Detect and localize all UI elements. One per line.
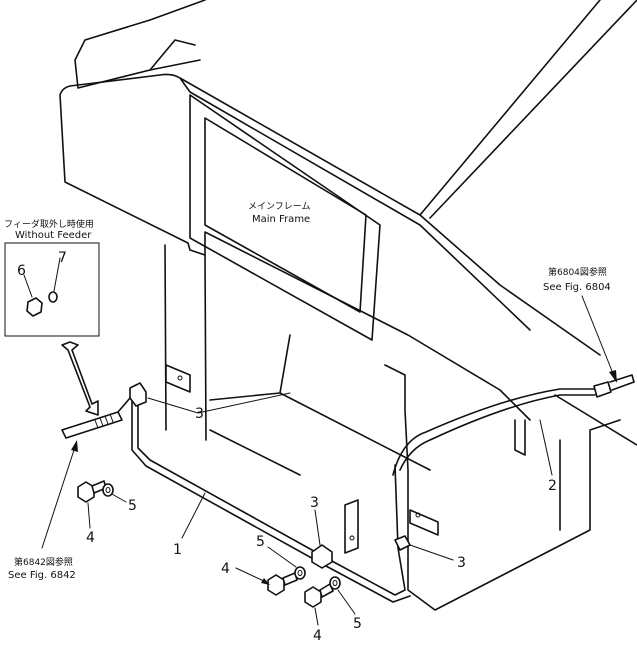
inset-nut-icon <box>26 297 43 317</box>
main-frame <box>59 0 637 611</box>
bracket-hole <box>415 512 421 518</box>
bolt-lower <box>304 583 334 608</box>
fittings <box>61 382 411 569</box>
pipe-2 <box>392 374 635 476</box>
callout-4-lower: 4 <box>313 628 322 644</box>
frame-side-left <box>164 244 207 441</box>
callout-2: 2 <box>548 478 557 494</box>
frame-upper-right <box>419 0 637 219</box>
ref-right-jp: 第6804図参照 <box>548 266 607 278</box>
main-frame-label-en: Main Frame <box>252 214 310 225</box>
pipe-2-nut <box>593 381 612 398</box>
washer-center <box>294 566 306 580</box>
inset-washer-icon <box>48 291 58 303</box>
callout-3-right: 3 <box>457 555 466 571</box>
callout-4-center: 4 <box>221 561 230 577</box>
left-pipe-thread <box>94 413 114 429</box>
ref-left-jp: 第6842図参照 <box>14 556 73 568</box>
callout-5-center: 5 <box>256 534 265 550</box>
inset-without-feeder <box>4 242 100 337</box>
ref-right-en: See Fig. 6804 <box>543 282 611 293</box>
frame-window-outer <box>189 94 381 341</box>
bracket-hole <box>177 375 183 381</box>
bracket-hole <box>349 535 355 541</box>
main-frame-label-jp: メインフレーム <box>248 201 310 212</box>
left-pipe-link <box>117 397 131 413</box>
bracket-center <box>344 499 359 554</box>
pipe-2-end <box>609 374 635 391</box>
callout-5-left: 5 <box>128 498 137 514</box>
frame-window-inner <box>204 117 367 313</box>
callout-1: 1 <box>173 542 182 558</box>
callout-3-center: 3 <box>310 495 319 511</box>
frame-top-flange <box>149 39 196 71</box>
leader-lines <box>41 295 617 626</box>
frame-right-box <box>384 364 621 611</box>
callout-6: 6 <box>17 263 26 279</box>
callout-3-upper: 3 <box>195 406 204 422</box>
double-arrow <box>61 341 99 416</box>
frame-lower-diag <box>554 394 637 446</box>
callout-7: 7 <box>58 250 67 266</box>
frame-top-plate <box>74 0 206 89</box>
frame-right-post <box>514 419 526 456</box>
ref-left-en: See Fig. 6842 <box>8 570 76 581</box>
inset-frame <box>4 242 100 337</box>
pipe-1 <box>131 394 411 603</box>
inset-title-en: Without Feeder <box>15 230 92 241</box>
fasteners <box>77 480 341 608</box>
bolt-left <box>77 480 107 503</box>
washer-lower <box>329 576 341 590</box>
bracket-right <box>409 509 439 536</box>
left-pipe-end <box>61 411 123 439</box>
frame-housing <box>59 73 601 421</box>
bolt-center <box>267 572 298 596</box>
washer-left <box>102 483 114 497</box>
inset-title-jp: フィーダ取外し時使用 <box>4 218 94 230</box>
callout-5-lower: 5 <box>353 616 362 632</box>
union-fitting-center <box>311 544 333 569</box>
frame-cross-member <box>209 334 431 476</box>
callout-4-left: 4 <box>86 530 95 546</box>
